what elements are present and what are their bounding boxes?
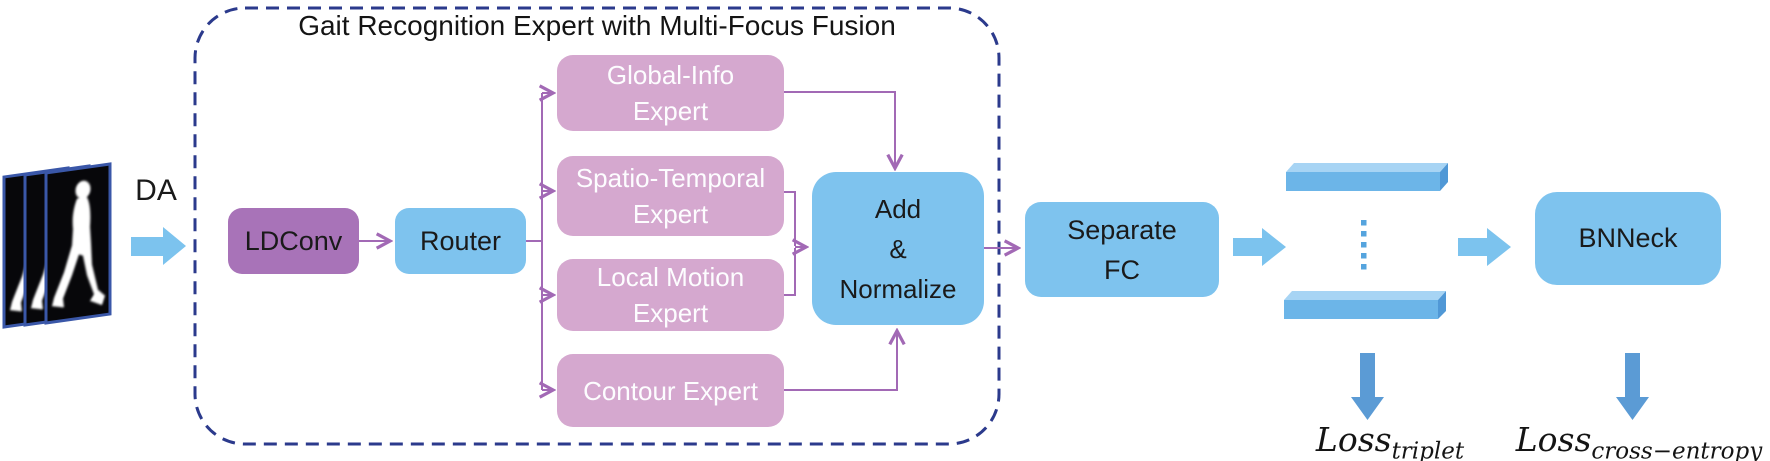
- input-flow-arrow-icon: [131, 227, 186, 265]
- loss-cross-entropy-arrow-icon: [1616, 353, 1649, 420]
- features-to-bnneck-arrow-icon: [1458, 228, 1511, 266]
- node-label: Router: [419, 225, 502, 256]
- separate-fc-node: Separate FC: [1025, 202, 1219, 297]
- add-normalize-node: Add & Normalize: [812, 172, 984, 325]
- fc-to-features-arrow-icon: [1233, 228, 1286, 266]
- expert-spatio-temporal-node: Spatio-Temporal Expert: [557, 156, 784, 236]
- bnneck-node: BNNeck: [1535, 192, 1721, 285]
- node-label-line: Normalize: [839, 273, 957, 304]
- expert-contour-node: Contour Expert: [557, 354, 784, 427]
- node-label-line: Spatio-Temporal: [575, 163, 766, 193]
- input-da-label: DA: [135, 174, 177, 207]
- node-label-line: Local Motion: [596, 262, 745, 292]
- loss-subscript: triplet: [1391, 438, 1465, 461]
- node-label-line: &: [889, 233, 907, 264]
- node-label: BNNeck: [1578, 223, 1678, 253]
- connector-local-motion-out: [784, 248, 796, 296]
- gait-silhouette-frames-icon: [4, 164, 110, 327]
- vertical-ellipsis-icon: [1361, 220, 1367, 270]
- loss-base: Loss: [1515, 420, 1592, 459]
- loss-cross-entropy-label: Losscross−entropy: [1508, 420, 1770, 461]
- feature-bar-bottom-icon: [1284, 291, 1446, 319]
- node-label-line: Separate: [1067, 214, 1177, 245]
- loss-base: Loss: [1315, 420, 1392, 459]
- ldconv-node: LDConv: [228, 208, 359, 274]
- loss-triplet-arrow-icon: [1351, 353, 1384, 420]
- connector-contour-to-add: [784, 332, 897, 391]
- node-label-line: Expert: [632, 199, 709, 229]
- node-label-line: FC: [1104, 254, 1140, 285]
- node-label-line: Global-Info: [606, 60, 735, 90]
- loss-subscript: cross−entropy: [1591, 438, 1763, 461]
- feature-bar-top-icon: [1286, 163, 1448, 191]
- node-label-line: Add: [874, 193, 922, 224]
- module-title: Gait Recognition Expert with Multi-Focus…: [298, 10, 896, 41]
- connector-global-info-to-add: [784, 91, 895, 167]
- node-label-line: Expert: [632, 298, 709, 328]
- expert-local-motion-node: Local Motion Expert: [557, 259, 784, 331]
- expert-global-info-node: Global-Info Expert: [557, 55, 784, 131]
- expert-module-boundary: [193, 6, 1001, 446]
- node-label-line: Expert: [632, 96, 709, 126]
- node-label: LDConv: [244, 225, 343, 256]
- connector-spatio-temporal-out: [784, 191, 796, 246]
- router-node: Router: [395, 208, 526, 274]
- loss-triplet-label: Losstriplet: [1300, 420, 1480, 461]
- node-label-line: Contour Expert: [583, 375, 758, 406]
